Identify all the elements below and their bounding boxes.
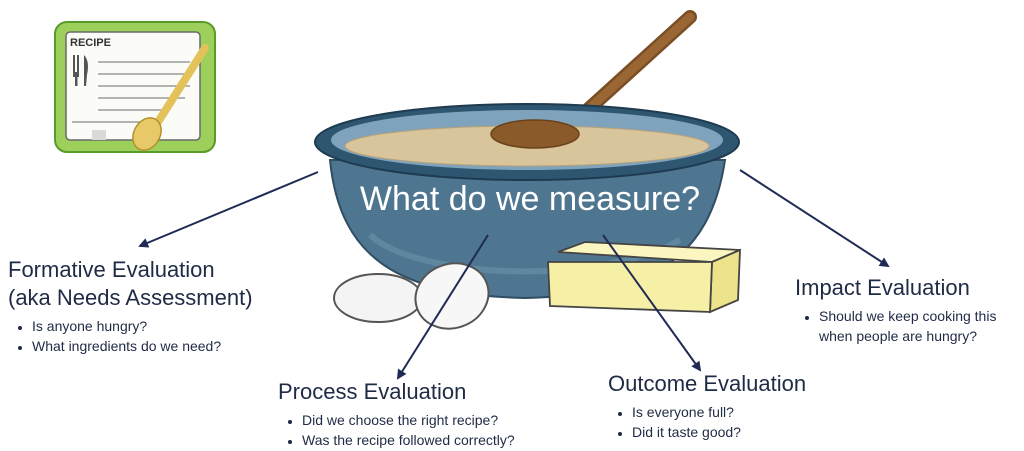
bullet-item: Did it taste good? — [632, 422, 806, 442]
impact-evaluation-title: Impact Evaluation — [795, 275, 970, 300]
recipe-card-icon: RECIPE — [54, 21, 216, 153]
bullet-item: Should we keep cooking this — [819, 306, 996, 326]
impact-evaluation-bullets: Should we keep cooking this when people … — [795, 306, 996, 346]
formative-evaluation-subtitle: (aka Needs Assessment) — [8, 285, 253, 310]
arrow-to-process — [396, 234, 489, 380]
eggs-illustration — [333, 262, 490, 330]
outcome-evaluation-bullets: Is everyone full? Did it taste good? — [608, 402, 806, 442]
bullet-item: Is anyone hungry? — [32, 316, 253, 336]
impact-evaluation-node: Impact Evaluation Should we keep cooking… — [795, 274, 996, 346]
wooden-spoon-icon — [132, 44, 209, 151]
arrow-to-impact — [739, 169, 890, 268]
recipe-card-label: RECIPE — [70, 37, 111, 49]
butter-illustration — [547, 241, 741, 314]
bullet-item: Did we choose the right recipe? — [302, 410, 515, 430]
bullet-item: Was the recipe followed correctly? — [302, 430, 515, 450]
process-evaluation-title: Process Evaluation — [278, 379, 467, 404]
arrow-to-outcome — [602, 234, 702, 372]
formative-evaluation-bullets: Is anyone hungry? What ingredients do we… — [8, 316, 253, 356]
bullet-item: Is everyone full? — [632, 402, 806, 422]
outcome-evaluation-node: Outcome Evaluation Is everyone full? Did… — [608, 370, 806, 442]
fork-knife-icon — [73, 55, 88, 86]
bullet-item: when people are hungry? — [819, 328, 978, 344]
arrow-to-formative — [138, 171, 319, 248]
center-question: What do we measure? — [359, 180, 701, 218]
process-evaluation-bullets: Did we choose the right recipe? Was the … — [278, 410, 515, 450]
formative-evaluation-title: Formative Evaluation — [8, 257, 215, 282]
process-evaluation-node: Process Evaluation Did we choose the rig… — [278, 378, 515, 450]
outcome-evaluation-title: Outcome Evaluation — [608, 371, 807, 396]
bullet-item: What ingredients do we need? — [32, 336, 253, 356]
formative-evaluation-node: Formative Evaluation (aka Needs Assessme… — [8, 256, 253, 356]
